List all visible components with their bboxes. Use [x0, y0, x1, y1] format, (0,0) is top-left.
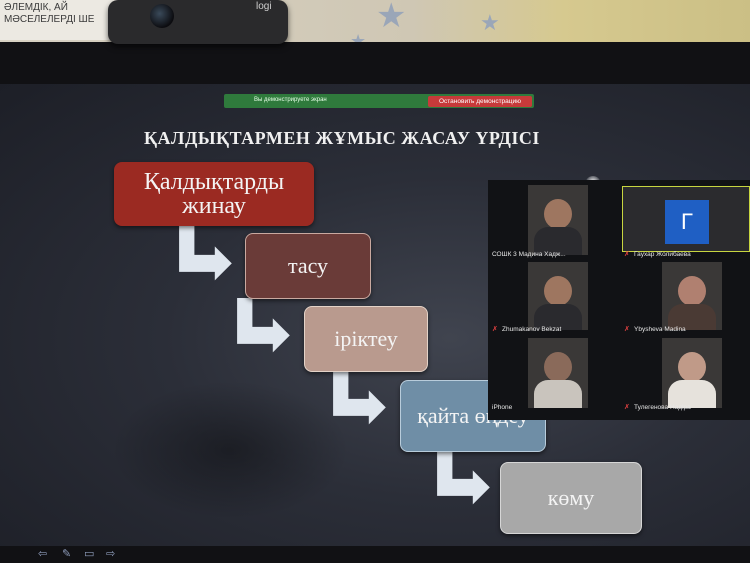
- participant-body: [534, 380, 582, 408]
- participant-body: [534, 227, 582, 255]
- participant-tile[interactable]: [662, 338, 722, 408]
- slide-title: ҚАЛДЫҚТАРМЕН ЖҰМЫС ЖАСАУ ҮРДІСІ: [144, 128, 540, 148]
- participant-name: iPhone: [492, 404, 513, 411]
- webcam-lens: [150, 4, 174, 28]
- star-decoration: ★: [480, 10, 500, 35]
- participant-name: Zhumakanov Bekzat: [502, 326, 562, 333]
- participant-tile[interactable]: [528, 185, 588, 255]
- flow-arrow: [333, 370, 386, 425]
- participant-avatar: Г: [665, 200, 709, 244]
- step-transport: тасу: [245, 233, 371, 299]
- participant-name: Тулегенова Надіра: [634, 404, 691, 411]
- mic-muted-icon: ✗: [624, 326, 630, 333]
- screen-icon[interactable]: ▭: [84, 547, 95, 560]
- participant-body: [534, 304, 582, 330]
- webcam-brand: logi: [256, 1, 272, 12]
- participant-face: [544, 352, 572, 382]
- stop-share-button[interactable]: Остановить демонстрацию: [428, 96, 532, 107]
- step-collect: Қалдықтарды жинау: [114, 162, 314, 226]
- mic-muted-icon: ✗: [492, 326, 498, 333]
- prev-arrow-icon[interactable]: ⇦: [38, 547, 48, 560]
- poster-line-1: ӘЛЕМДІК, АЙ: [4, 2, 68, 13]
- step-label: Қалдықтарды жинау: [143, 169, 285, 219]
- flow-arrow: [437, 450, 490, 505]
- participant-tile[interactable]: [528, 338, 588, 408]
- participant-body: [668, 380, 716, 408]
- participant-face: [678, 352, 706, 382]
- participant-body: [668, 304, 716, 330]
- participant-tile[interactable]: [528, 262, 588, 330]
- participant-name: СОШК 3 Мадина Хадж...: [492, 251, 566, 258]
- screen-reflection: [110, 380, 350, 520]
- step-bury: көму: [500, 462, 642, 534]
- pen-icon[interactable]: ✎: [62, 547, 72, 560]
- step-label: тасу: [287, 253, 329, 278]
- participant-name: Ybysheva Madina: [634, 326, 686, 333]
- next-arrow-icon[interactable]: ⇨: [106, 547, 116, 560]
- step-label: көму: [547, 485, 595, 510]
- poster-line-2: МӘСЕЛЕЛЕРДІ ШЕ: [4, 14, 95, 25]
- webcam: logi: [108, 0, 288, 44]
- participant-name: Гаухар Жолибаева: [634, 251, 691, 258]
- participant-face: [544, 276, 572, 306]
- star-decoration: ★: [376, 0, 407, 35]
- participant-tile[interactable]: [662, 262, 722, 330]
- wall-poster: ӘЛЕМДІК, АЙ МӘСЕЛЕЛЕРДІ ШЕ: [0, 0, 120, 40]
- step-sort: іріктеу: [304, 306, 428, 372]
- flow-arrow: [237, 298, 290, 353]
- participant-face: [544, 199, 572, 229]
- step-label: іріктеу: [334, 326, 398, 351]
- participant-face: [678, 276, 706, 306]
- share-status-text: Вы демонстрируете экран: [254, 97, 327, 103]
- mic-muted-icon: ✗: [624, 404, 630, 411]
- flow-arrow: [179, 226, 232, 281]
- mic-muted-icon: ✗: [624, 251, 630, 258]
